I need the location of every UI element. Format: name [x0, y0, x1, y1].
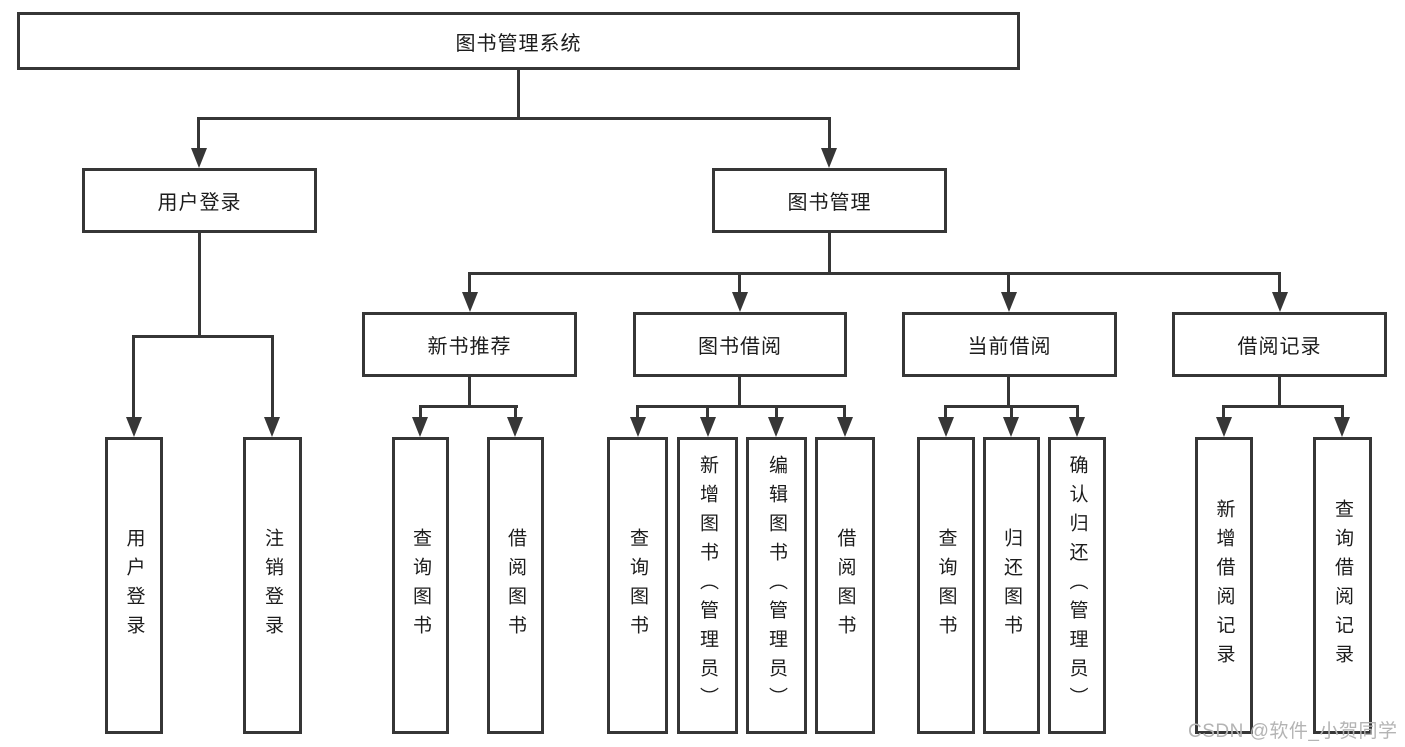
connector-drop-leaf-user-login: [132, 335, 135, 419]
csdn-watermark: CSDN @软件_小贺同学: [1188, 721, 1398, 742]
arrowhead-br-add: [1216, 417, 1232, 437]
node-leaf-user-login-label: 用户登录: [123, 527, 145, 644]
node-leaf-bb-add: 新增图书（管理员）: [677, 437, 738, 734]
arrowhead-new-book-rec: [462, 292, 478, 312]
connector-drop-leaf-logout: [271, 335, 274, 419]
connector-drop-bb-query: [636, 405, 639, 419]
connector-drop-current-borrow: [1007, 272, 1010, 294]
connector-level2-rail: [197, 117, 831, 120]
node-leaf-rec-query-label: 查询图书: [410, 527, 431, 644]
connector-drop-bb-edit: [775, 405, 778, 419]
arrowhead-bb-query: [630, 417, 646, 437]
connector-drop-cb-confirm: [1076, 405, 1079, 419]
node-root: 图书管理系统: [17, 12, 1020, 70]
connector-user-login-stem: [198, 233, 201, 338]
connector-level3-rail: [468, 272, 1281, 275]
node-book-mgmt: 图书管理: [712, 168, 947, 233]
connector-book-mgmt-stem: [828, 233, 831, 275]
node-leaf-cb-query-label: 查询图书: [935, 527, 957, 644]
node-leaf-user-login: 用户登录: [105, 437, 163, 734]
node-new-book-rec: 新书推荐: [362, 312, 577, 377]
arrowhead-cb-confirm: [1069, 417, 1085, 437]
node-leaf-cb-confirm: 确认归还（管理员）: [1048, 437, 1106, 734]
arrowhead-bb-edit: [768, 417, 784, 437]
node-borrow-records-label: 借阅记录: [1237, 336, 1322, 358]
node-book-borrow-label: 图书借阅: [698, 336, 782, 358]
node-leaf-cb-query: 查询图书: [917, 437, 975, 734]
arrowhead-leaf-user-login: [126, 417, 142, 437]
connector-current-borrow-stem: [1007, 377, 1010, 408]
node-leaf-bb-edit-label: 编辑图书（管理员）: [766, 455, 787, 716]
connector-drop-bb-borrow: [843, 405, 846, 419]
node-current-borrow: 当前借阅: [902, 312, 1117, 377]
node-root-label: 图书管理系统: [455, 32, 582, 55]
node-leaf-rec-query: 查询图书: [392, 437, 449, 734]
connector-drop-book-borrow: [738, 272, 741, 294]
arrowhead-book-mgmt: [821, 148, 837, 168]
connector-drop-rec-borrow: [514, 405, 517, 419]
node-current-borrow-label: 当前借阅: [967, 336, 1052, 358]
arrowhead-leaf-logout: [264, 417, 280, 437]
node-user-login-label: 用户登录: [157, 192, 242, 214]
arrowhead-cb-return: [1003, 417, 1019, 437]
node-leaf-br-add-label: 新增借阅记录: [1213, 498, 1235, 673]
node-user-login: 用户登录: [82, 168, 317, 233]
node-leaf-bb-query: 查询图书: [607, 437, 668, 734]
connector-drop-rec-query: [419, 405, 422, 419]
arrowhead-user-login: [191, 148, 207, 168]
connector-drop-user-login: [197, 117, 200, 150]
arrowhead-cb-query: [938, 417, 954, 437]
connector-borrow-records-rail: [1222, 405, 1344, 408]
node-leaf-rec-borrow: 借阅图书: [487, 437, 544, 734]
arrowhead-current-borrow: [1001, 292, 1017, 312]
connector-drop-cb-return: [1010, 405, 1013, 419]
connector-drop-br-query: [1341, 405, 1344, 419]
arrowhead-bb-borrow: [837, 417, 853, 437]
arrowhead-borrow-records: [1272, 292, 1288, 312]
arrowhead-bb-add: [700, 417, 716, 437]
node-borrow-records: 借阅记录: [1172, 312, 1387, 377]
connector-book-borrow-stem: [738, 377, 741, 408]
arrowhead-book-borrow: [732, 292, 748, 312]
node-leaf-logout-label: 注销登录: [262, 527, 283, 644]
node-leaf-rec-borrow-label: 借阅图书: [505, 527, 526, 644]
arrowhead-br-query: [1334, 417, 1350, 437]
arrowhead-rec-query: [412, 417, 428, 437]
connector-root-stem: [517, 70, 520, 120]
node-leaf-bb-query-label: 查询图书: [627, 527, 648, 644]
node-leaf-br-add: 新增借阅记录: [1195, 437, 1253, 734]
connector-drop-borrow-records: [1278, 272, 1281, 294]
node-leaf-cb-confirm-label: 确认归还（管理员）: [1066, 455, 1088, 716]
node-leaf-bb-borrow: 借阅图书: [815, 437, 875, 734]
connector-drop-new-book-rec: [468, 272, 471, 294]
node-leaf-br-query-label: 查询借阅记录: [1332, 498, 1353, 673]
node-book-mgmt-label: 图书管理: [787, 192, 872, 214]
connector-borrow-records-stem: [1278, 377, 1281, 408]
node-leaf-bb-add-label: 新增图书（管理员）: [697, 455, 718, 716]
node-leaf-logout: 注销登录: [243, 437, 302, 734]
connector-new-book-rec-rail: [419, 405, 518, 408]
connector-drop-br-add: [1222, 405, 1225, 419]
connector-drop-cb-query: [944, 405, 947, 419]
node-new-book-rec-label: 新书推荐: [427, 336, 512, 358]
node-leaf-br-query: 查询借阅记录: [1313, 437, 1372, 734]
node-book-borrow: 图书借阅: [633, 312, 847, 377]
arrowhead-rec-borrow: [507, 417, 523, 437]
connector-new-book-rec-stem: [468, 377, 471, 408]
node-leaf-cb-return: 归还图书: [983, 437, 1040, 734]
node-leaf-bb-borrow-label: 借阅图书: [834, 527, 856, 644]
connector-drop-bb-add: [706, 405, 709, 419]
connector-user-login-rail: [132, 335, 274, 338]
connector-drop-book-mgmt: [828, 117, 831, 150]
node-leaf-cb-return-label: 归还图书: [1001, 527, 1022, 644]
node-leaf-bb-edit: 编辑图书（管理员）: [746, 437, 807, 734]
connector-book-borrow-rail: [636, 405, 846, 408]
